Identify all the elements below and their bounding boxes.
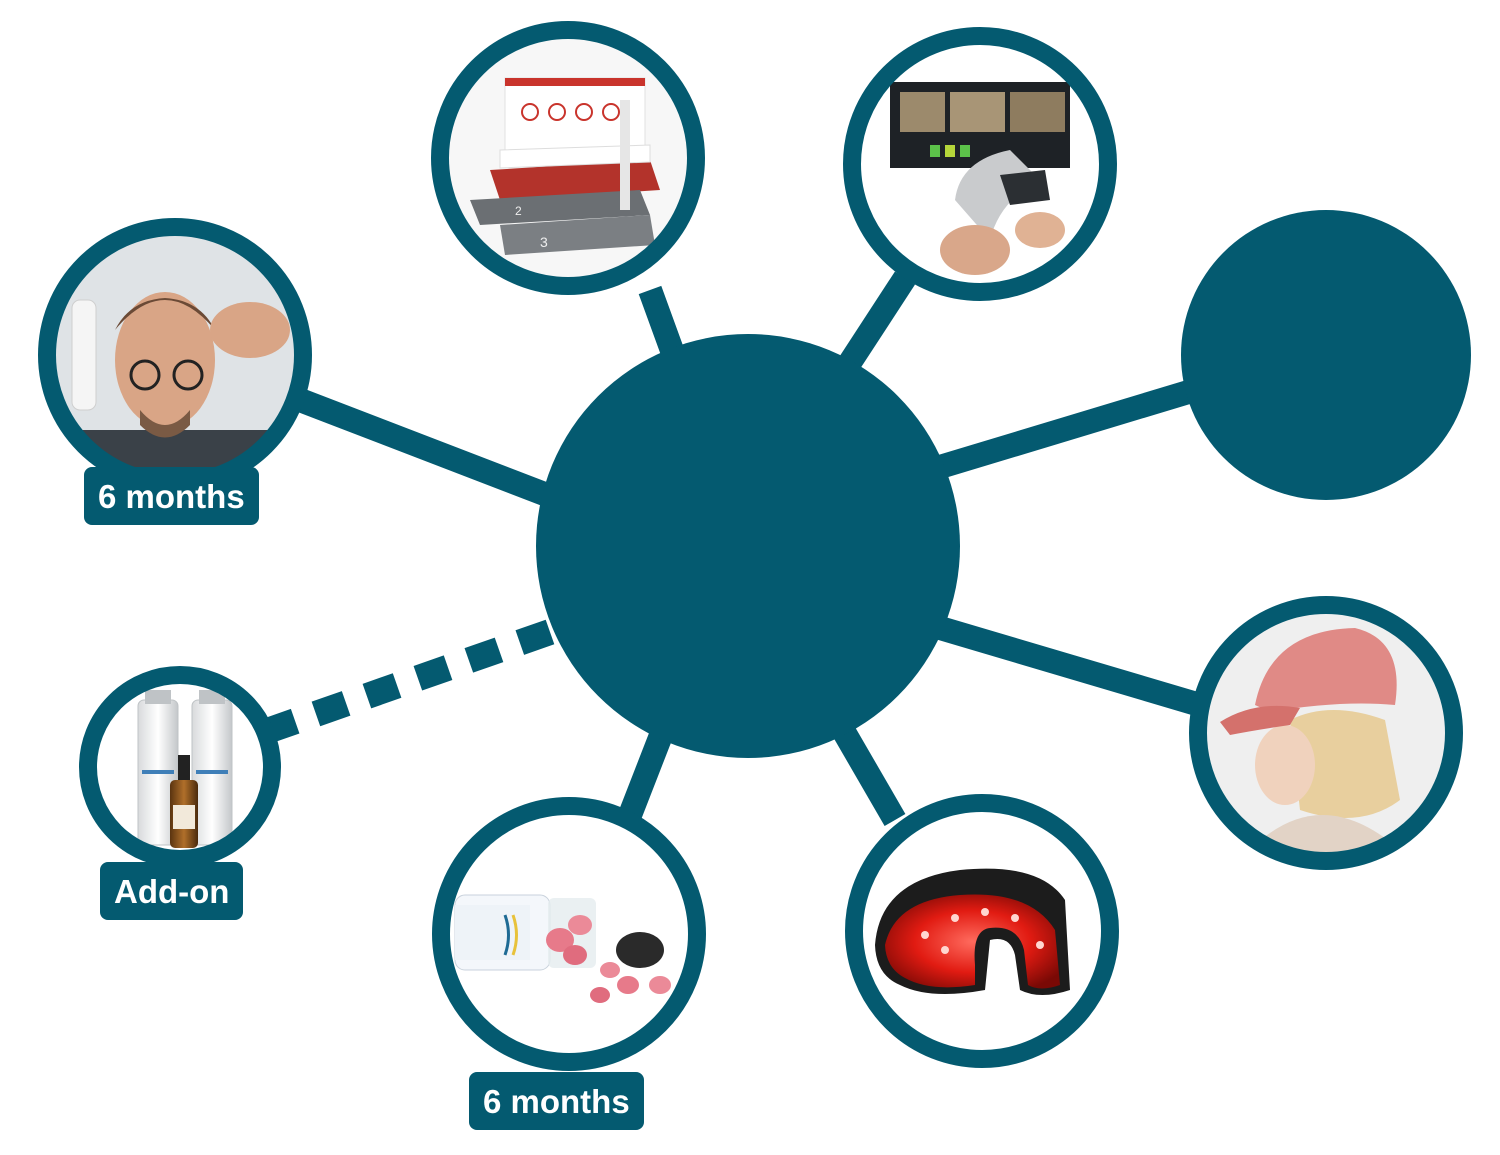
- red-light-helmet-node: [845, 794, 1119, 1068]
- connector-right-empty: [926, 378, 1199, 482]
- addon-products-node: [79, 666, 281, 868]
- connector-bottom-left: [618, 720, 677, 820]
- connector-top-right: [834, 271, 916, 377]
- vitamin-gummies-node: [432, 797, 706, 1071]
- hair-analysis-device-node: [843, 27, 1117, 301]
- svg-text:2: 2: [515, 204, 522, 218]
- hub-circle: [536, 334, 960, 758]
- man-hair-spray-node: [38, 218, 312, 492]
- right-filled-circle: [1181, 210, 1471, 500]
- connector-addon-dashed: [265, 619, 555, 743]
- connector-right-cap: [926, 613, 1204, 717]
- hair-test-kit-node: 2 3: [431, 21, 705, 295]
- connector-bottom-right: [829, 718, 906, 827]
- laser-cap-node: [1189, 596, 1463, 870]
- duration-badge-vitamins: 6 months: [469, 1072, 644, 1130]
- duration-badge-left-person: 6 months: [84, 467, 259, 525]
- addon-badge: Add-on: [100, 862, 244, 920]
- svg-text:3: 3: [540, 234, 548, 250]
- connectors: [265, 271, 1204, 827]
- connector-left-person: [295, 388, 565, 512]
